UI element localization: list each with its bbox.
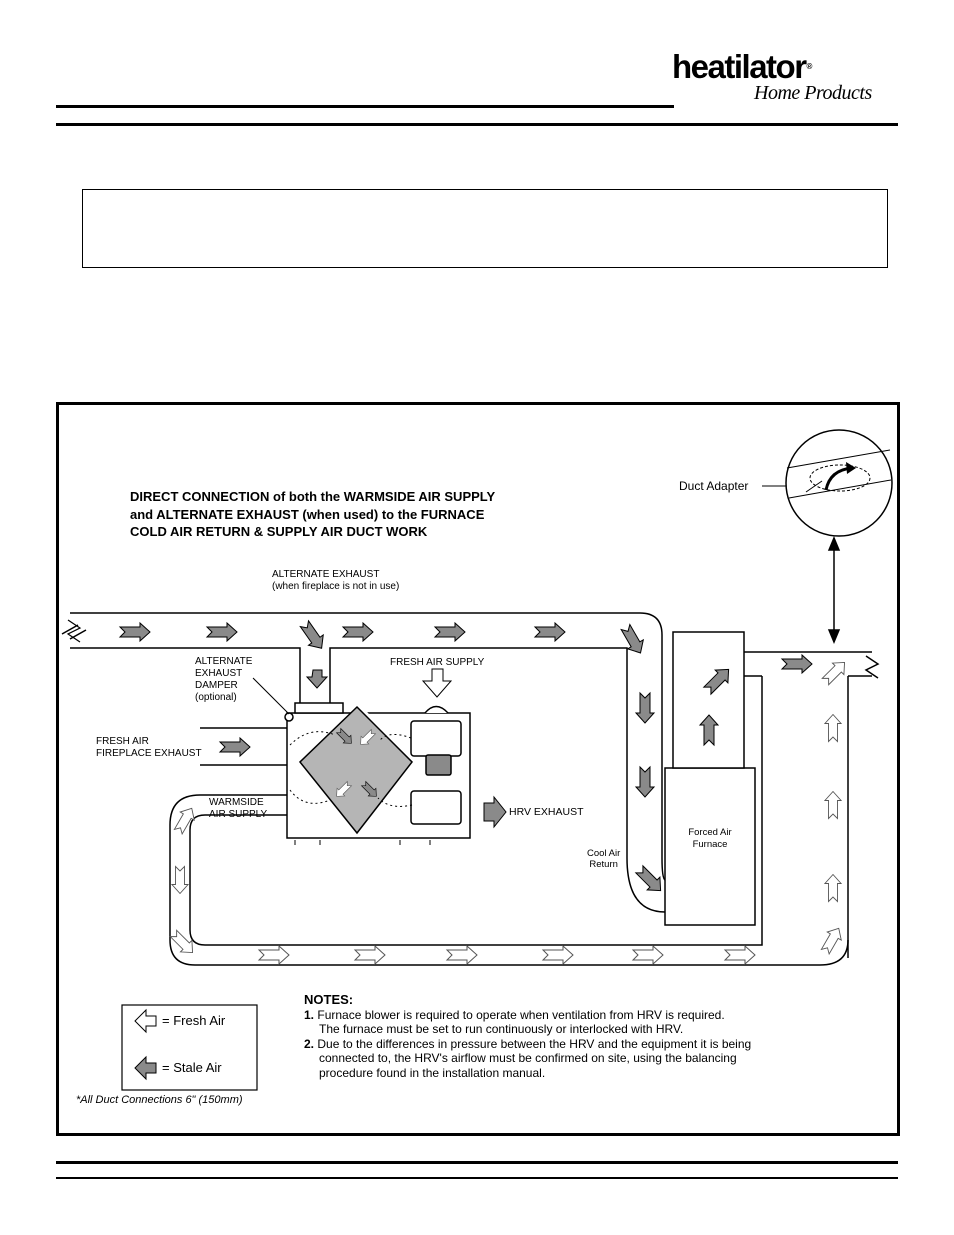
note-2-cont: connected to, the HRV's airflow must be … bbox=[319, 1051, 737, 1065]
label-line: AIR SUPPLY bbox=[209, 809, 268, 820]
duct-break-left bbox=[66, 619, 82, 643]
label-line: Furnace bbox=[692, 838, 728, 850]
legend-stale-air-label: = Stale Air bbox=[162, 1060, 222, 1075]
stale-air-arrow bbox=[635, 766, 655, 798]
label-line: ALTERNATE EXHAUST bbox=[272, 569, 380, 580]
stale-air-arrow bbox=[534, 622, 566, 642]
hrv-internal-paths bbox=[289, 731, 413, 807]
legend-fresh-air-label: = Fresh Air bbox=[162, 1013, 226, 1028]
stale-air-arrow bbox=[434, 622, 466, 642]
hrv-exhaust-arrow bbox=[483, 795, 507, 829]
fresh-air-supply-label: FRESH AIR SUPPLY bbox=[390, 657, 485, 668]
label-line: Return bbox=[589, 858, 618, 870]
label-line: (when fireplace is not in use) bbox=[272, 580, 400, 592]
heatilator-logo: heatilator® Home Products bbox=[672, 48, 892, 110]
label-line: FRESH AIR bbox=[96, 736, 149, 747]
alternate-exhaust-arrow bbox=[305, 669, 329, 689]
stale-air-arrow bbox=[617, 622, 649, 658]
cool-air-return-label: Cool Air Return bbox=[587, 848, 621, 870]
title-line: and ALTERNATE EXHAUST (when used) to the… bbox=[130, 506, 485, 522]
fresh-air-arrow bbox=[824, 874, 842, 902]
fresh-air-arrow bbox=[171, 866, 189, 894]
notice-box bbox=[82, 189, 888, 268]
legend-fresh-air-arrow bbox=[134, 1008, 157, 1034]
hrv-exhaust-label: HRV EXHAUST bbox=[509, 806, 584, 818]
duct-connection-note: *All Duct Connections 6" (150mm) bbox=[76, 1094, 243, 1106]
duct-adapter-detail bbox=[785, 429, 893, 537]
legend bbox=[121, 1004, 258, 1091]
title-line: COLD AIR RETURN & SUPPLY AIR DUCT WORK bbox=[130, 524, 428, 539]
label-line: FIREPLACE EXHAUST bbox=[96, 748, 202, 759]
note-2: 2. Due to the differences in pressure be… bbox=[304, 1036, 752, 1051]
alternate-exhaust-label: ALTERNATE EXHAUST (when fireplace is not… bbox=[272, 569, 399, 592]
label-line: Forced Air bbox=[688, 827, 732, 838]
logo-subtitle: Home Products bbox=[754, 82, 872, 104]
label-line: EXHAUST bbox=[195, 668, 243, 679]
note-1: 1. Furnace blower is required to operate… bbox=[304, 1007, 725, 1022]
stale-air-arrow bbox=[206, 622, 238, 642]
fresh-air-arrow bbox=[542, 945, 574, 965]
label-line: (optional) bbox=[195, 692, 237, 703]
fresh-air-arrow bbox=[354, 945, 386, 965]
stale-air-arrow bbox=[119, 622, 151, 642]
footer-rule-bottom bbox=[56, 1177, 898, 1179]
fresh-air-arrow bbox=[632, 945, 664, 965]
notes-title: NOTES: bbox=[304, 992, 354, 1007]
duct-adapter-pointer bbox=[827, 536, 841, 644]
label-line: Cool Air bbox=[587, 848, 621, 859]
furnace bbox=[664, 631, 756, 926]
fireplace-exhaust-pipe bbox=[200, 727, 287, 766]
fresh-air-fireplace-exhaust-label: FRESH AIR FIREPLACE EXHAUST bbox=[96, 736, 202, 760]
note-1-cont: The furnace must be set to run continuou… bbox=[319, 1022, 684, 1036]
notes: NOTES: 1. Furnace blower is required to … bbox=[304, 992, 752, 1080]
alternate-exhaust-damper-label: ALTERNATE EXHAUST DAMPER (optional) bbox=[195, 656, 252, 704]
fresh-air-arrow bbox=[824, 714, 842, 742]
fresh-air-arrow bbox=[170, 803, 200, 837]
fresh-air-arrow bbox=[819, 656, 851, 688]
stale-air-arrow bbox=[781, 654, 813, 674]
footer-rule-top bbox=[56, 1161, 898, 1164]
header-rule-thin bbox=[56, 105, 674, 108]
fresh-air-arrow bbox=[258, 945, 290, 965]
bottom-loop-duct bbox=[169, 794, 849, 966]
note-2-cont: procedure found in the installation manu… bbox=[319, 1065, 546, 1080]
stale-air-arrows bbox=[119, 618, 813, 898]
duct-adapter-label: Duct Adapter bbox=[679, 479, 749, 493]
diagram-title: DIRECT CONNECTION of both the WARMSIDE A… bbox=[130, 488, 495, 541]
stale-air-arrow bbox=[219, 737, 251, 757]
leader-lines bbox=[252, 677, 290, 715]
fresh-air-supply-arrow bbox=[421, 668, 453, 698]
fresh-air-arrow bbox=[824, 791, 842, 819]
label-line: WARMSIDE bbox=[209, 797, 264, 808]
furnace-label: Forced Air Furnace bbox=[679, 827, 741, 850]
right-duct bbox=[744, 651, 880, 958]
fresh-air-arrow bbox=[817, 923, 847, 957]
title-line: DIRECT CONNECTION of both the WARMSIDE A… bbox=[130, 489, 496, 504]
logo-wordmark: heatilator® bbox=[672, 48, 813, 85]
fresh-air-arrow bbox=[724, 945, 756, 965]
warmside-air-supply-label: WARMSIDE AIR SUPPLY bbox=[209, 797, 267, 821]
label-line: ALTERNATE bbox=[195, 656, 253, 667]
fresh-air-arrows bbox=[167, 656, 851, 965]
stale-air-arrow bbox=[296, 618, 330, 654]
stale-air-arrow bbox=[635, 692, 655, 724]
header-rule-thick bbox=[56, 123, 898, 126]
stale-air-arrow bbox=[342, 622, 374, 642]
hrv-unit bbox=[284, 702, 471, 845]
label-line: DAMPER bbox=[195, 680, 238, 691]
fresh-air-arrow bbox=[446, 945, 478, 965]
legend-stale-air-arrow bbox=[134, 1055, 157, 1081]
diagram-frame bbox=[56, 402, 900, 1136]
